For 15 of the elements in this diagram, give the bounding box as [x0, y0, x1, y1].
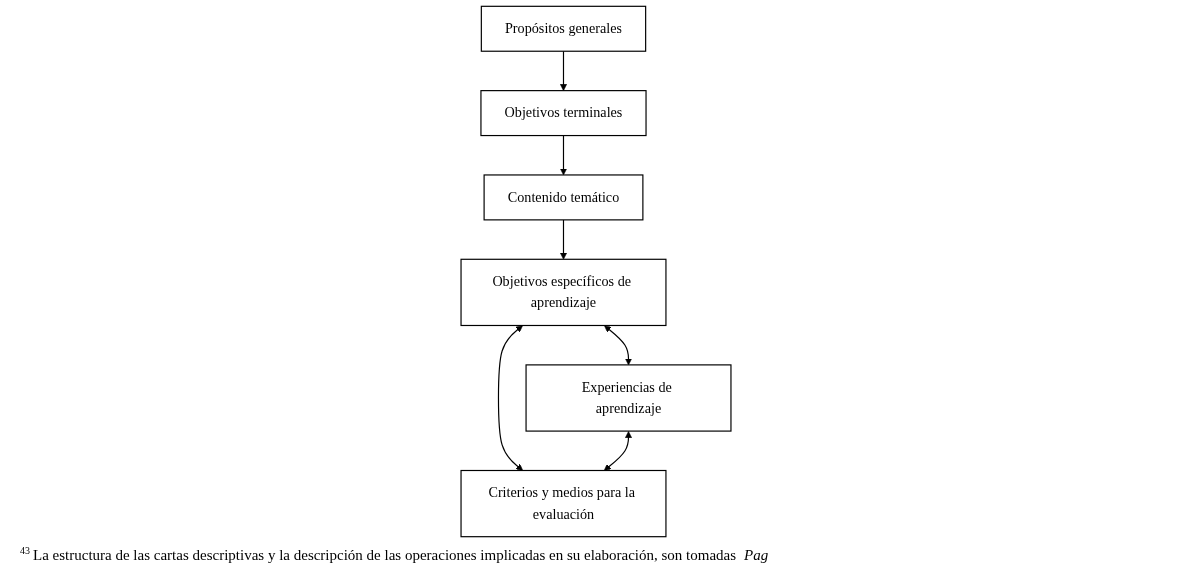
arrow: [497, 325, 524, 471]
node-box: Propósitos generales: [480, 5, 647, 52]
arrow: [560, 50, 567, 91]
node-box: Objetivos específicos de aprendizaje: [460, 258, 667, 327]
node-box: Criterios y medios para la evaluación: [460, 469, 667, 538]
footnote-number: 43: [20, 545, 30, 556]
page-number: Pag: [744, 547, 769, 563]
node-box: Experiencias de aprendizaje: [525, 364, 732, 432]
arrow: [560, 219, 567, 260]
footnote-text: La estructura de las cartas descriptivas y la descripción de las operaciones implicadas en su elaboración, son tomadas: [33, 547, 737, 563]
node-box: Contenido temático: [483, 174, 644, 221]
arrow: [603, 431, 632, 471]
arrow: [604, 325, 632, 366]
node-box: Objetivos terminales: [480, 90, 647, 137]
arrow: [560, 134, 567, 176]
